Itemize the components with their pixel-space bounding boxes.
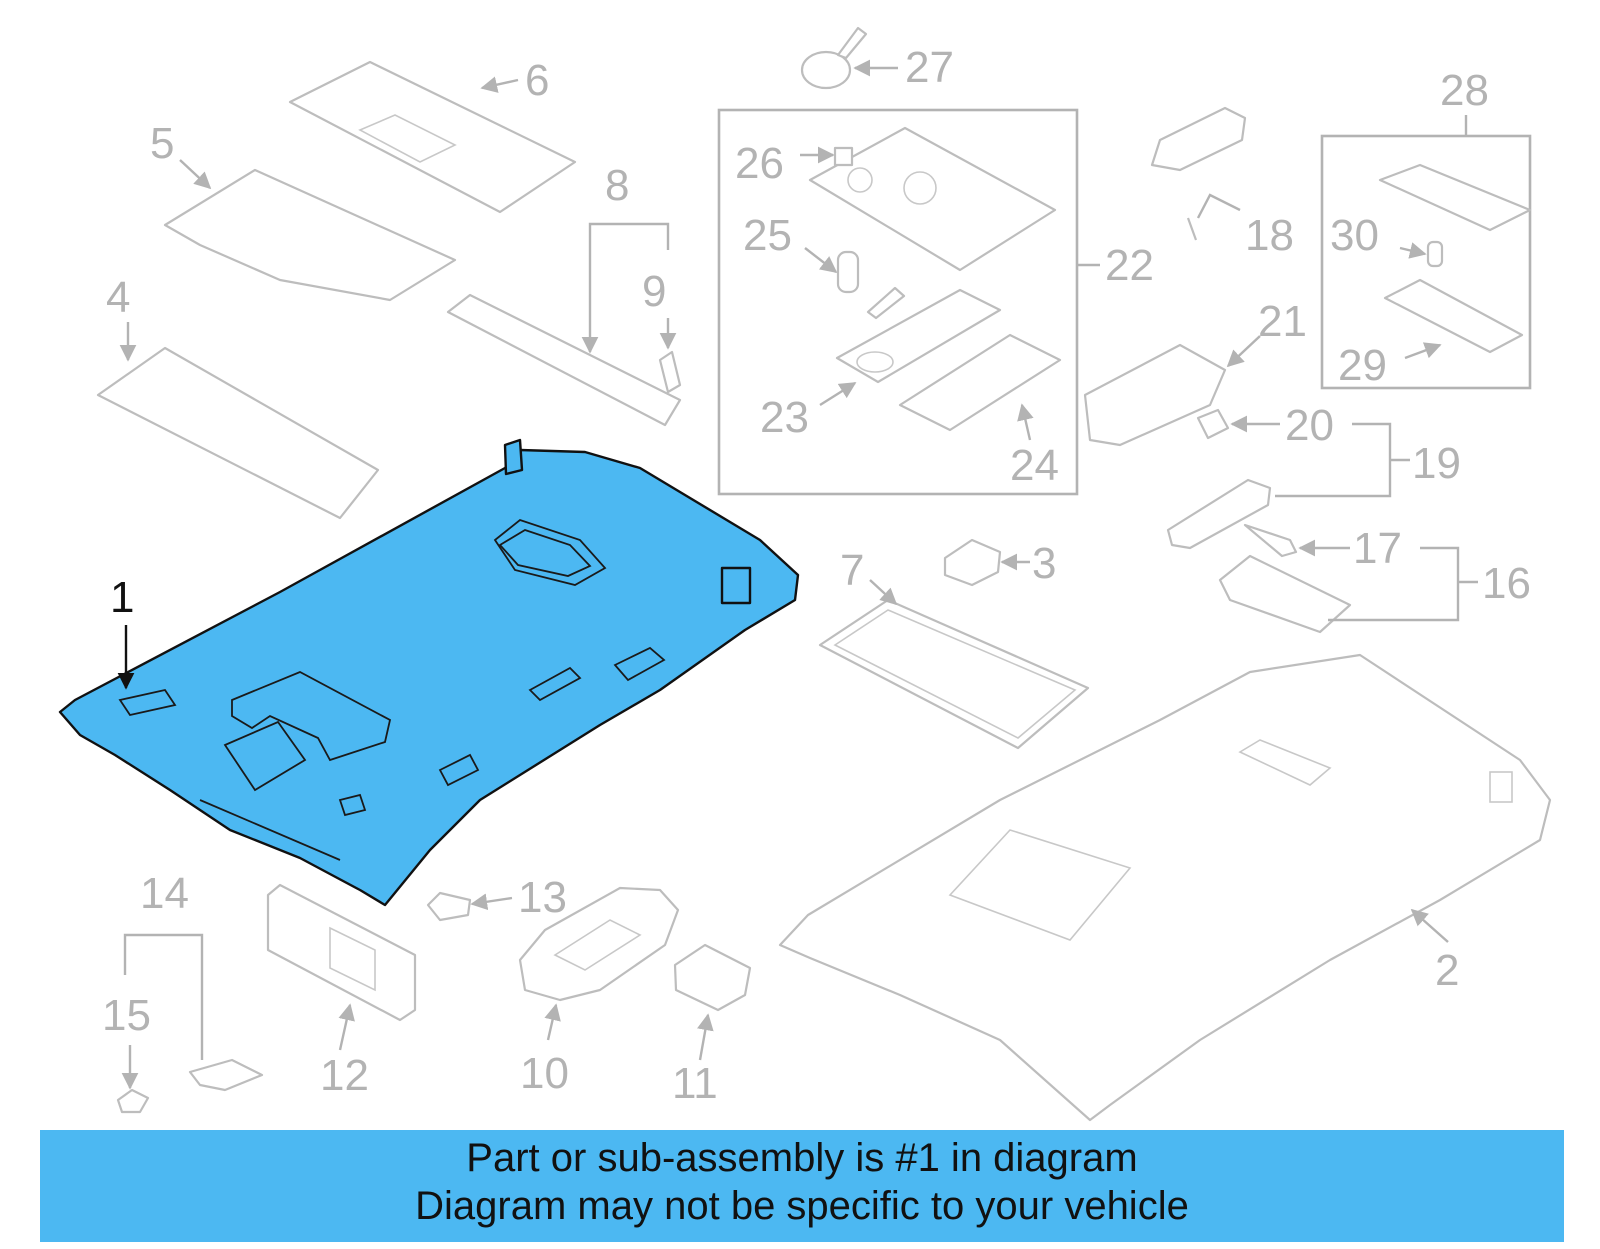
part-22b-bulb[interactable]	[866, 286, 906, 320]
group-box-22	[717, 108, 1079, 496]
part-11-lamp-lens[interactable]	[673, 943, 752, 1012]
label-9: 9	[642, 267, 666, 316]
part-10-console-frame[interactable]	[518, 886, 680, 1002]
part-25-bulb[interactable]	[836, 250, 860, 294]
leader-6	[480, 76, 519, 93]
part-21-bracket[interactable]	[1083, 343, 1227, 447]
part-13-clip[interactable]	[426, 891, 472, 922]
label-12: 12	[320, 1051, 369, 1100]
leader-12	[338, 1003, 355, 1051]
part-29-lens[interactable]	[1383, 278, 1524, 354]
part-23-lamp-lens[interactable]	[835, 288, 1002, 384]
banner-line-1: Part or sub-assembly is #1 in diagram	[466, 1136, 1138, 1180]
part-18-grab-handle[interactable]	[1150, 106, 1247, 241]
leader-21	[1226, 335, 1261, 368]
leader-7	[869, 579, 898, 606]
info-banner: Part or sub-assembly is #1 in diagram Di…	[40, 1130, 1564, 1242]
label-14: 14	[140, 869, 189, 918]
leader-18	[1196, 193, 1241, 219]
label-13: 13	[518, 873, 567, 922]
label-10: 10	[520, 1049, 569, 1098]
label-26: 26	[735, 139, 784, 188]
leader-11	[697, 1013, 714, 1061]
label-2: 2	[1435, 946, 1459, 995]
label-28: 28	[1440, 66, 1489, 115]
group-box-28	[1320, 134, 1532, 390]
label-4: 4	[106, 273, 130, 322]
part-1-headliner[interactable]	[58, 438, 800, 907]
part-16-lamp[interactable]	[1218, 554, 1352, 634]
part-14-visor-clip[interactable]	[188, 1058, 264, 1092]
leader-13	[470, 893, 513, 911]
leader-10	[544, 1003, 561, 1041]
label-3: 3	[1032, 539, 1056, 588]
part-17-bulb[interactable]	[1243, 523, 1298, 558]
label-27: 27	[905, 43, 954, 92]
part-26-clip[interactable]	[833, 146, 854, 167]
label-5: 5	[150, 119, 174, 168]
label-15: 15	[102, 991, 151, 1040]
label-7: 7	[840, 546, 864, 595]
part-7-sunroof-frame[interactable]	[818, 598, 1090, 750]
part-30-bulb[interactable]	[1426, 240, 1444, 268]
label-8: 8	[605, 161, 629, 210]
bracket-16	[1328, 546, 1460, 622]
part-20-clip[interactable]	[1196, 408, 1230, 440]
part-15-clip[interactable]	[116, 1088, 150, 1114]
label-1: 1	[110, 573, 134, 622]
label-16: 16	[1482, 559, 1531, 608]
part-9-clip[interactable]	[658, 350, 682, 394]
part-12-sun-visor[interactable]	[266, 883, 417, 1022]
label-11: 11	[672, 1059, 718, 1108]
part-19-harness[interactable]	[1166, 478, 1272, 550]
part-3-bracket[interactable]	[943, 538, 1002, 587]
part-2-headliner-alt[interactable]	[778, 653, 1552, 1122]
bracket-14	[123, 933, 204, 1060]
part-6-roof-pad[interactable]	[288, 60, 577, 214]
part-28-lamp[interactable]	[1378, 163, 1532, 232]
label-21: 21	[1258, 297, 1307, 346]
part-4-roof-pad[interactable]	[96, 346, 380, 520]
leader-30	[1399, 242, 1427, 259]
part-22-console[interactable]	[808, 126, 1057, 272]
part-5-roof-pad[interactable]	[163, 168, 457, 302]
label-24: 24	[1010, 441, 1059, 490]
label-29: 29	[1338, 341, 1387, 390]
bracket-8	[588, 222, 670, 250]
label-23: 23	[760, 393, 809, 442]
banner-line-2: Diagram may not be specific to your vehi…	[415, 1184, 1189, 1228]
label-6: 6	[525, 56, 549, 105]
label-22: 22	[1105, 241, 1154, 290]
label-30: 30	[1330, 211, 1379, 260]
label-18: 18	[1245, 211, 1294, 260]
leader-24	[1017, 403, 1034, 441]
leader-29	[1404, 342, 1442, 360]
label-19: 19	[1412, 439, 1461, 488]
part-8-trim-strip[interactable]	[446, 293, 682, 427]
leader-23	[819, 381, 857, 407]
label-20: 20	[1285, 401, 1334, 450]
leader-5	[179, 159, 212, 190]
part-27-cap[interactable]	[800, 26, 868, 90]
label-17: 17	[1353, 524, 1402, 573]
leader-2	[1410, 908, 1449, 943]
leader-25	[804, 247, 838, 274]
label-25: 25	[743, 211, 792, 260]
part-24-grille[interactable]	[898, 333, 1062, 432]
